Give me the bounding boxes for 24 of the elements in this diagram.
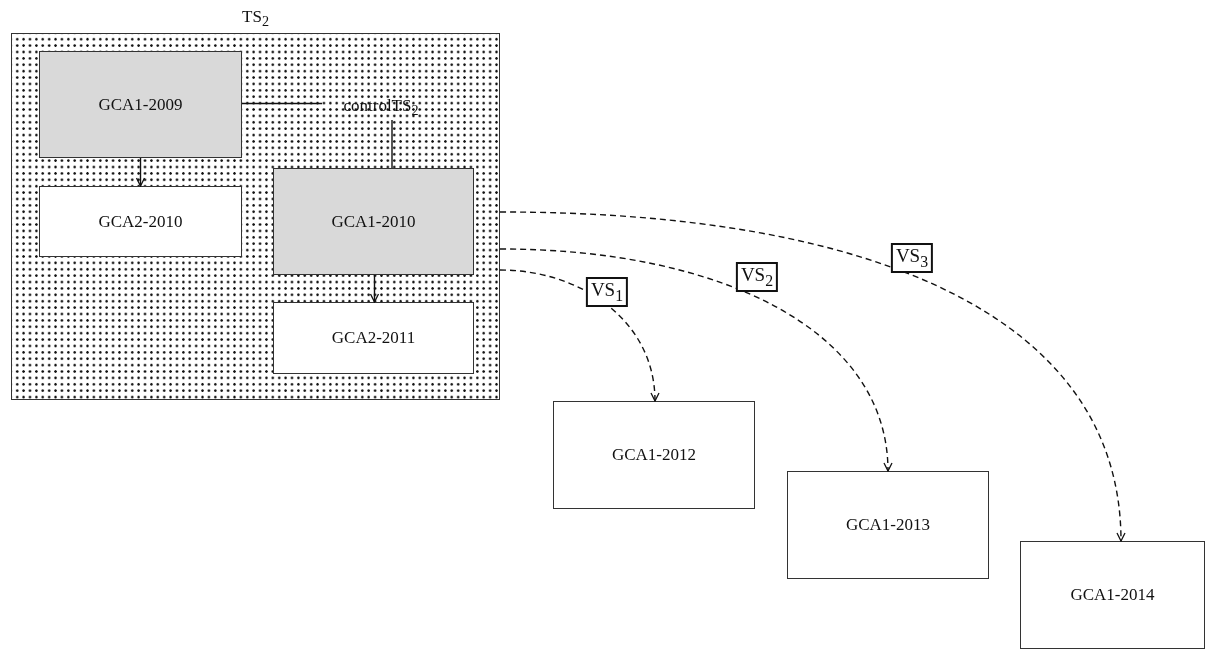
process-box [553, 401, 755, 509]
process-box [273, 302, 474, 374]
box-label: GCA1-2009 [98, 94, 183, 115]
process-box [273, 168, 474, 275]
box-label: GCA1-2013 [845, 515, 931, 535]
edge-label: VS$_{1}$ [585, 277, 629, 307]
box-label: GCA1-2014 [1070, 585, 1155, 605]
box-label: GCA2-2010 [98, 211, 183, 232]
control-label: controlTS$_{2}$ [343, 95, 419, 120]
edge-label: VS$_{2}$ [735, 262, 779, 292]
process-box [787, 471, 989, 579]
box-label: GCA2-2011 [331, 328, 416, 348]
arrow [499, 211, 1125, 542]
arrow [369, 274, 380, 303]
box-label: GCA1-2010 [331, 211, 416, 232]
edge-label: VS$_{3}$ [890, 243, 934, 273]
process-box [39, 186, 242, 257]
box-label: GCA1-2012 [611, 445, 697, 465]
group-title: TS$_{2}$ [241, 7, 270, 31]
process-box [39, 51, 242, 158]
process-box [1020, 541, 1205, 649]
arrow [135, 157, 146, 187]
arrow [499, 248, 892, 472]
arrow [499, 269, 659, 402]
